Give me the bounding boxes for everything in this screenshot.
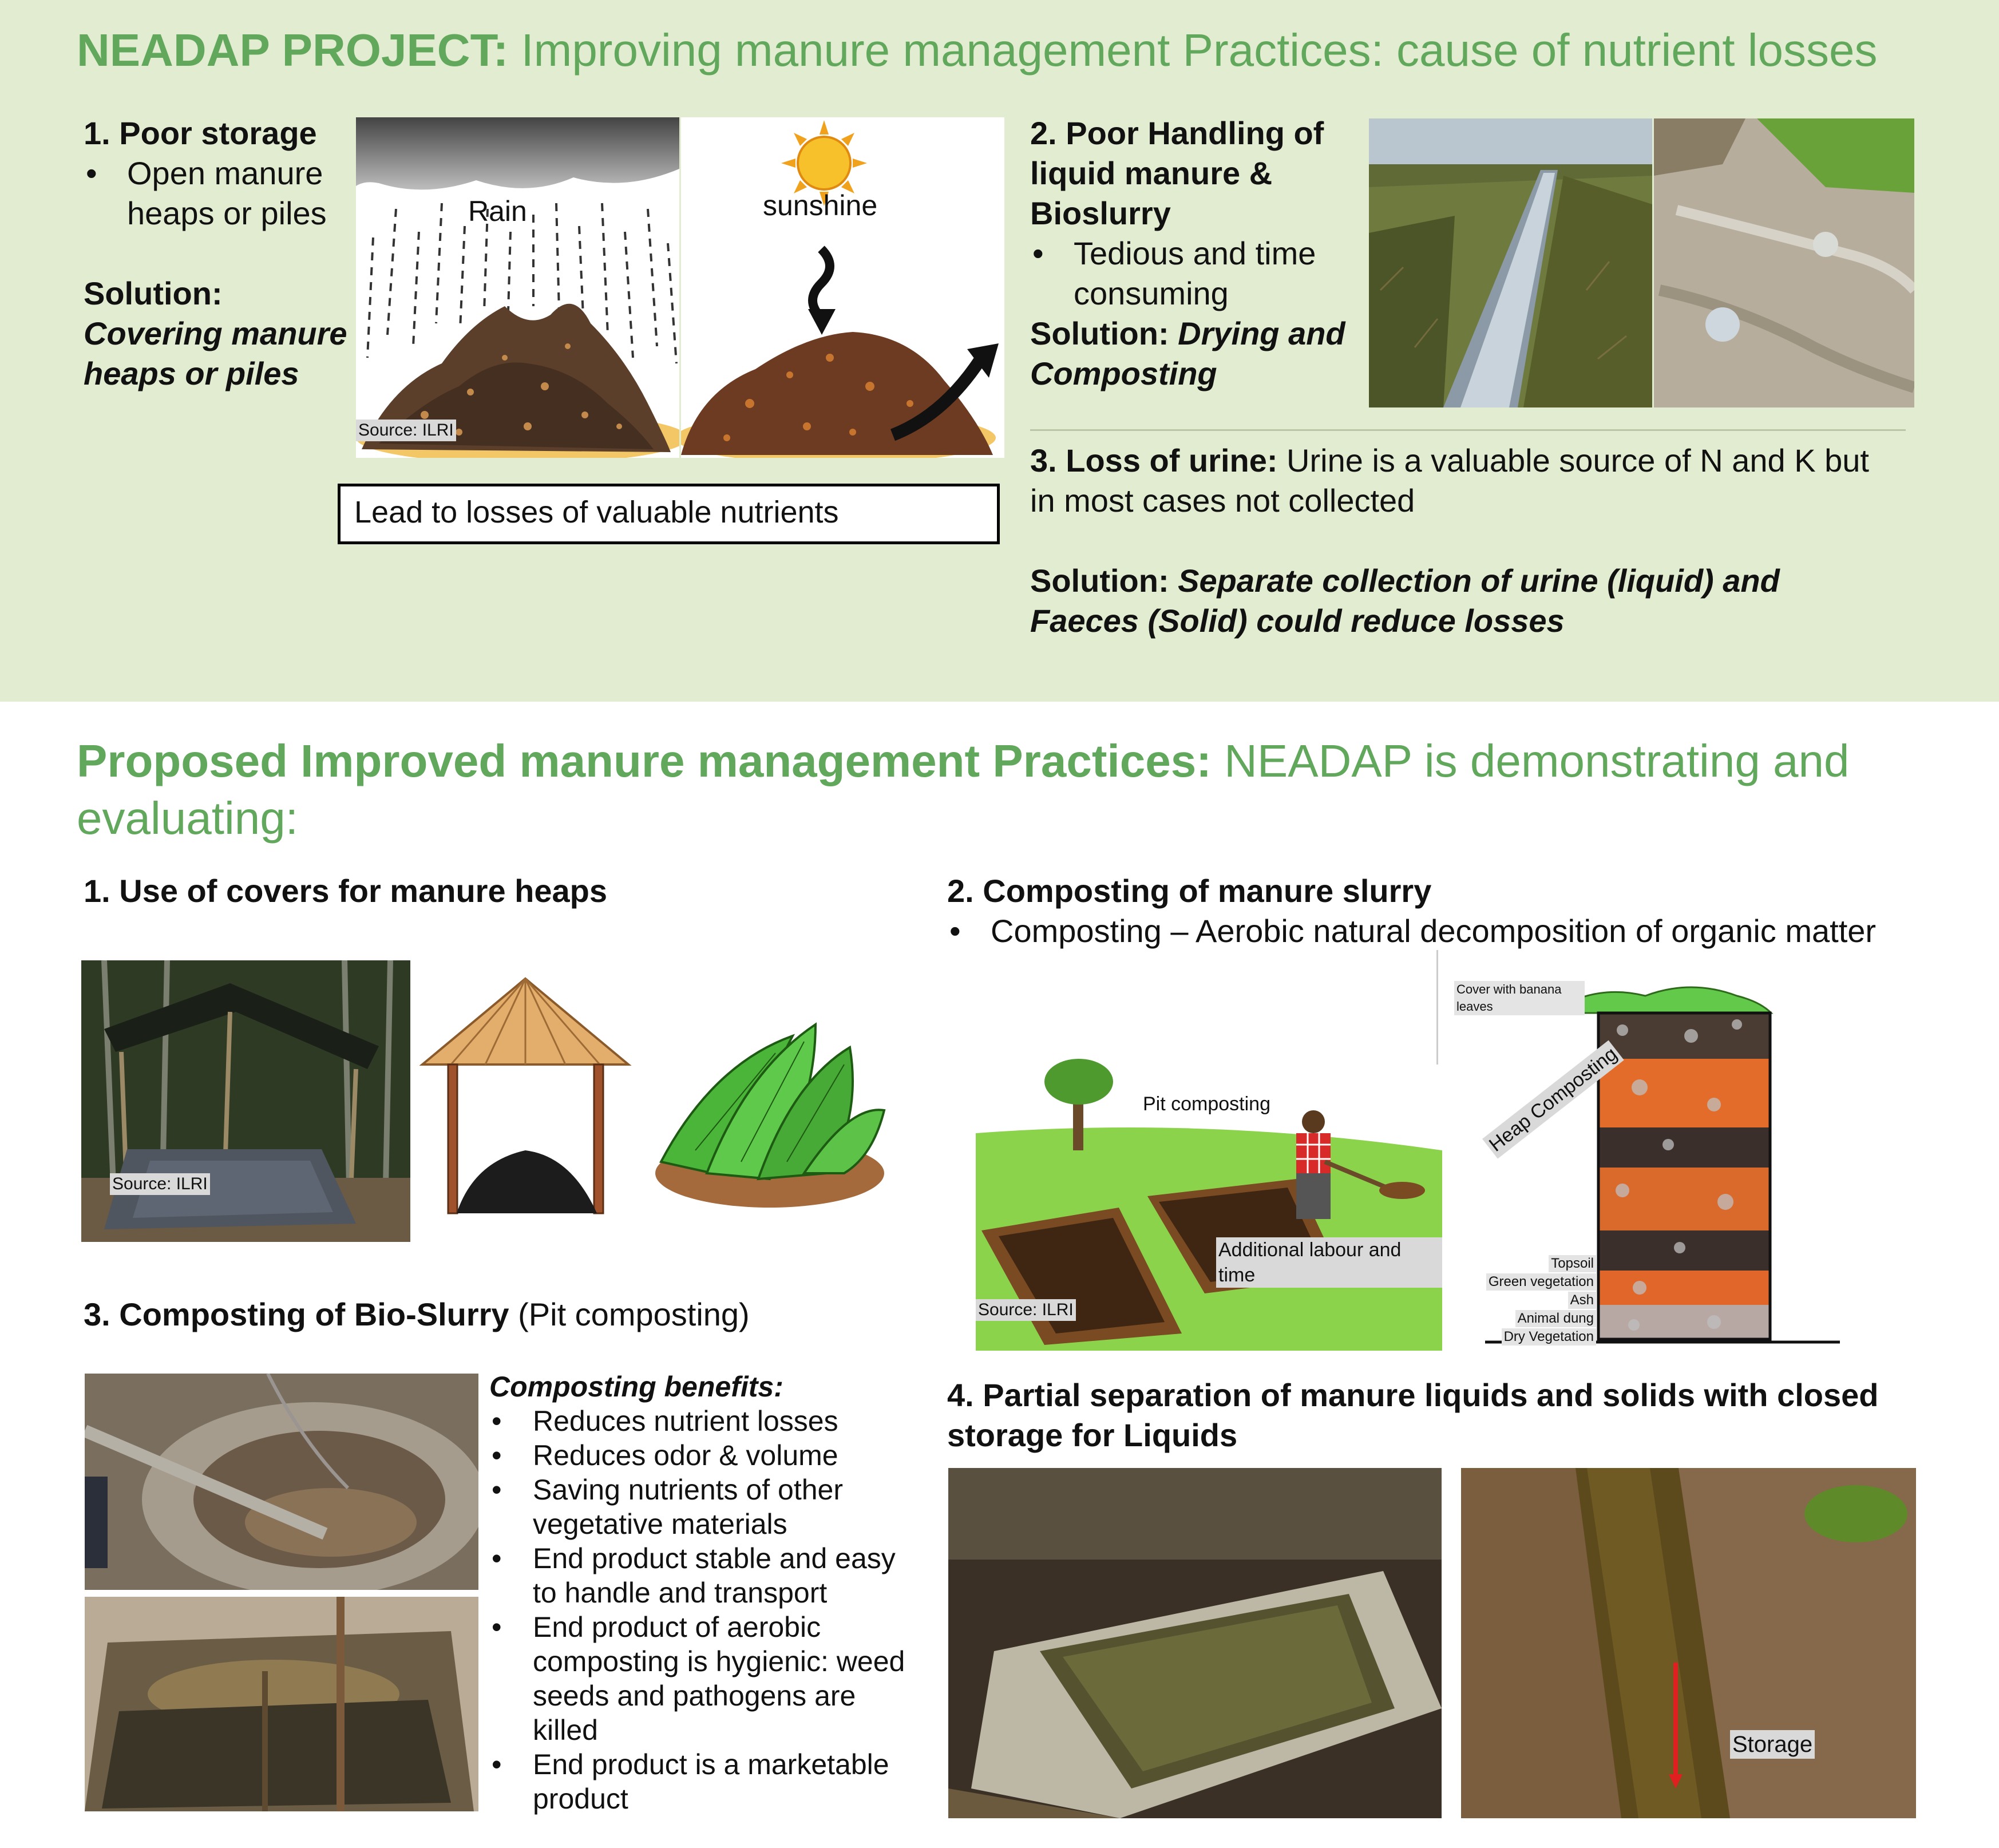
storage-label: Storage [1730, 1730, 1815, 1759]
pit-composting-illustration: Pit composting Additional labour and tim… [976, 1059, 1442, 1351]
practice-2-bullet: Composting – Aerobic natural decompositi… [947, 911, 1977, 951]
figure-divider [1436, 950, 1438, 1065]
sunshine-manure-illustration: sunshine [681, 117, 1004, 458]
benefits-title: Composting benefits: [489, 1371, 783, 1403]
bio-slurry-pit-photo-2 [85, 1597, 478, 1811]
problem-3-solution-text: Separate collection of urine (liquid) an… [1030, 563, 1780, 639]
additional-labour-label: Additional labour and time [1216, 1237, 1442, 1288]
cover-banana-leaves-label: Cover with banana leaves [1454, 981, 1585, 1015]
problem-1-bullet: Open manure heaps or piles [84, 153, 353, 234]
layer-label-topsoil: Topsoil [1549, 1255, 1596, 1272]
practice-3-heading-bold: 3. Composting of Bio-Slurry [84, 1296, 509, 1332]
layer-label-animal-dung: Animal dung [1515, 1310, 1596, 1327]
problem-1: 1. Poor storage Open manure heaps or pil… [84, 113, 353, 394]
practice-1-heading: 1. Use of covers for manure heaps [84, 873, 608, 909]
problem-3-heading: 3. Loss of urine: [1030, 442, 1278, 478]
bioslurry-channel-photo [1654, 118, 1914, 407]
problem-2-heading: 2. Poor Handling of liquid manure & Bios… [1030, 115, 1324, 231]
bio-slurry-pit-photo-1 [85, 1374, 478, 1590]
benefit-item: Saving nutrients of other vegetative mat… [489, 1473, 924, 1541]
benefit-item: Reduces nutrient losses [489, 1404, 924, 1438]
divider [1030, 429, 1906, 431]
heap-composting-diagram: Cover with banana leaves Heap Composting… [1451, 973, 1851, 1356]
urine-channel-storage-photo: Storage [1461, 1468, 1916, 1818]
sunshine-label: sunshine [763, 189, 878, 221]
practice-2-source-label: Source: ILRI [976, 1299, 1076, 1321]
lead-to-losses-box: Lead to losses of valuable nutrients [338, 484, 1000, 544]
problem-3-solution-label: Solution: [1030, 563, 1169, 599]
banana-leaf-covered-heap-illustration [644, 990, 896, 1219]
rain-label: Rain [468, 195, 527, 227]
layer-label-green-vegetation: Green vegetation [1486, 1273, 1596, 1291]
problem-2-solution-text: Drying and Composting [1030, 315, 1345, 391]
benefit-item: End product stable and easy to handle an… [489, 1541, 924, 1610]
problem-2-solution-label: Solution: [1030, 315, 1169, 351]
page-title-bold: NEADAP PROJECT: [77, 25, 509, 76]
section-2-title: Proposed Improved manure management Prac… [77, 733, 1965, 847]
section-2-title-rest: NEADAP is demonstrating and evaluating: [77, 735, 1850, 844]
rain-manure-illustration: Rain Source: ILRI [356, 117, 679, 458]
problem-2: 2. Poor Handling of liquid manure & Bios… [1030, 113, 1373, 394]
practice-1-source-label: Source: ILRI [110, 1173, 210, 1195]
problem-2-bullet: Tedious and time consuming [1030, 234, 1373, 314]
page-title-rest: Improving manure management Practices: c… [508, 25, 1878, 76]
practice-2-heading: 2. Composting of manure slurry [947, 873, 1432, 909]
source-label: Source: ILRI [356, 420, 456, 441]
pit-composting-label: Pit composting [1143, 1093, 1270, 1115]
thatched-roof-heap-illustration [417, 973, 634, 1225]
practice-4-heading: 4. Partial separation of manure liquids … [947, 1377, 1879, 1453]
practice-2: 2. Composting of manure slurry Compostin… [947, 871, 1977, 951]
problem-3-text: Urine is a valuable source of N and K bu… [1030, 442, 1869, 519]
problem-3: 3. Loss of urine: Urine is a valuable so… [1030, 441, 1889, 641]
problem-1-heading: 1. Poor storage [84, 115, 317, 151]
composting-benefits: Composting benefits: Reduces nutrient lo… [489, 1370, 924, 1816]
covered-heap-shed-photo: Source: ILRI [81, 960, 410, 1242]
practice-3-heading: 3. Composting of Bio-Slurry (Pit compost… [84, 1295, 913, 1335]
practice-3-heading-rest: (Pit composting) [509, 1296, 750, 1332]
liquid-manure-channel-photo [1369, 118, 1652, 407]
page-title: NEADAP PROJECT: Improving manure managem… [77, 23, 1965, 78]
benefit-item: End product of aerobic composting is hyg… [489, 1610, 924, 1747]
layer-label-dry-vegetation: Dry Vegetation [1501, 1328, 1596, 1346]
section-2-title-bold: Proposed Improved manure management Prac… [77, 735, 1212, 786]
benefit-item: Reduces odor & volume [489, 1438, 924, 1473]
benefit-item: End product is a marketable product [489, 1747, 924, 1816]
closed-liquid-storage-photo [948, 1468, 1442, 1818]
problem-1-solution-label: Solution: [84, 275, 223, 311]
problem-1-solution-text: Covering manure heaps or piles [84, 315, 347, 391]
layer-label-ash: Ash [1567, 1292, 1596, 1309]
